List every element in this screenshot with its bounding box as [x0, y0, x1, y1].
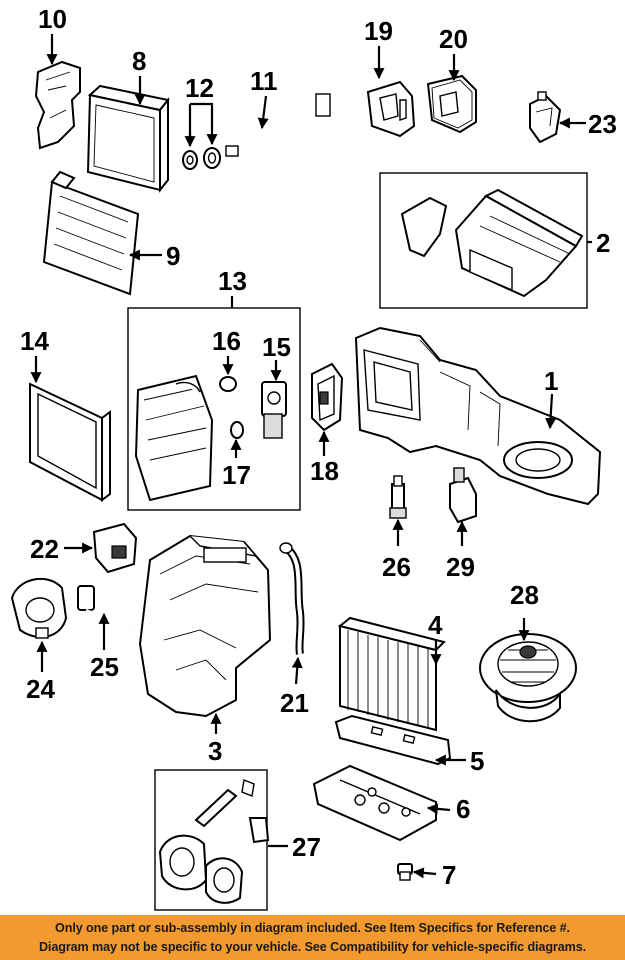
- callout-13: 13: [218, 266, 247, 296]
- leader-lines: [30, 34, 592, 879]
- callout-8: 8: [132, 46, 146, 76]
- parts-diagram: 10 8 12 11 19 20 23 9 2 13 14 16 15 1 17…: [10, 4, 617, 911]
- disclaimer-line-1: Only one part or sub-assembly in diagram…: [55, 921, 570, 935]
- part-23-actuator: [529, 91, 562, 144]
- callout-20: 20: [439, 24, 468, 54]
- part-25-sensor: [77, 585, 135, 632]
- callout-27: 27: [292, 832, 321, 862]
- part-16-ring: [219, 376, 237, 392]
- part-22-actuator: [92, 522, 138, 574]
- callout-6: 6: [456, 794, 470, 824]
- part-24-motor: [10, 578, 68, 639]
- part-1-main-housing: [354, 326, 602, 506]
- callout-4: 4: [428, 610, 443, 640]
- part-17-ring: [230, 421, 244, 439]
- part-11-hoses: [225, 93, 334, 164]
- part-12-o-rings: [182, 147, 221, 170]
- callout-26: 26: [382, 552, 411, 582]
- part-28-blower-motor: [479, 633, 577, 723]
- callout-19: 19: [364, 16, 393, 46]
- part-20-seal: [426, 74, 477, 134]
- callout-16: 16: [212, 326, 241, 356]
- callout-1: 1: [544, 366, 558, 396]
- callout-numbers: 10 8 12 11 19 20 23 9 2 13 14 16 15 1 17…: [20, 4, 617, 890]
- callout-22: 22: [30, 534, 59, 564]
- callout-29: 29: [446, 552, 475, 582]
- part-2-upper-housing: [400, 188, 584, 298]
- part-7-clip: [397, 863, 413, 881]
- part-6-tray: [312, 764, 437, 842]
- part-5-bracket: [334, 714, 452, 766]
- callout-28: 28: [510, 580, 539, 610]
- part-19-seal: [366, 80, 416, 138]
- callout-9: 9: [166, 241, 180, 271]
- callout-17: 17: [222, 460, 251, 490]
- callout-3: 3: [208, 736, 222, 766]
- callout-24: 24: [26, 674, 55, 704]
- part-15-expansion-valve: [261, 381, 287, 439]
- part-14-frame: [29, 382, 111, 502]
- callout-7: 7: [442, 860, 456, 890]
- callout-15: 15: [262, 332, 291, 362]
- callout-2: 2: [596, 228, 610, 258]
- group-box-2: [379, 172, 588, 309]
- part-9-heater-core: [42, 170, 140, 296]
- group-box-13: [127, 307, 301, 511]
- part-26-sensor: [389, 475, 407, 519]
- part-29-resistor: [449, 467, 477, 524]
- disclaimer-banner: Only one part or sub-assembly in diagram…: [0, 915, 625, 960]
- part-27-door-kit: [158, 779, 270, 904]
- callout-5: 5: [470, 746, 484, 776]
- callout-10: 10: [38, 4, 67, 34]
- part-13-group: [134, 374, 287, 502]
- part-4-cabin-filter: [337, 616, 446, 732]
- part-18-connector: [311, 362, 344, 432]
- callout-14: 14: [20, 326, 49, 356]
- part-10-bracket: [34, 60, 81, 150]
- callout-21: 21: [280, 688, 309, 718]
- callout-11: 11: [250, 66, 278, 96]
- callout-25: 25: [90, 652, 119, 682]
- disclaimer-line-2: Diagram may not be specific to your vehi…: [38, 940, 587, 954]
- part-21-drain-hose: [279, 542, 305, 655]
- callout-12: 12: [185, 73, 214, 103]
- part-8-evaporator: [86, 84, 170, 193]
- part-3-lower-housing: [138, 534, 272, 718]
- callout-23: 23: [588, 109, 617, 139]
- callout-18: 18: [310, 456, 339, 486]
